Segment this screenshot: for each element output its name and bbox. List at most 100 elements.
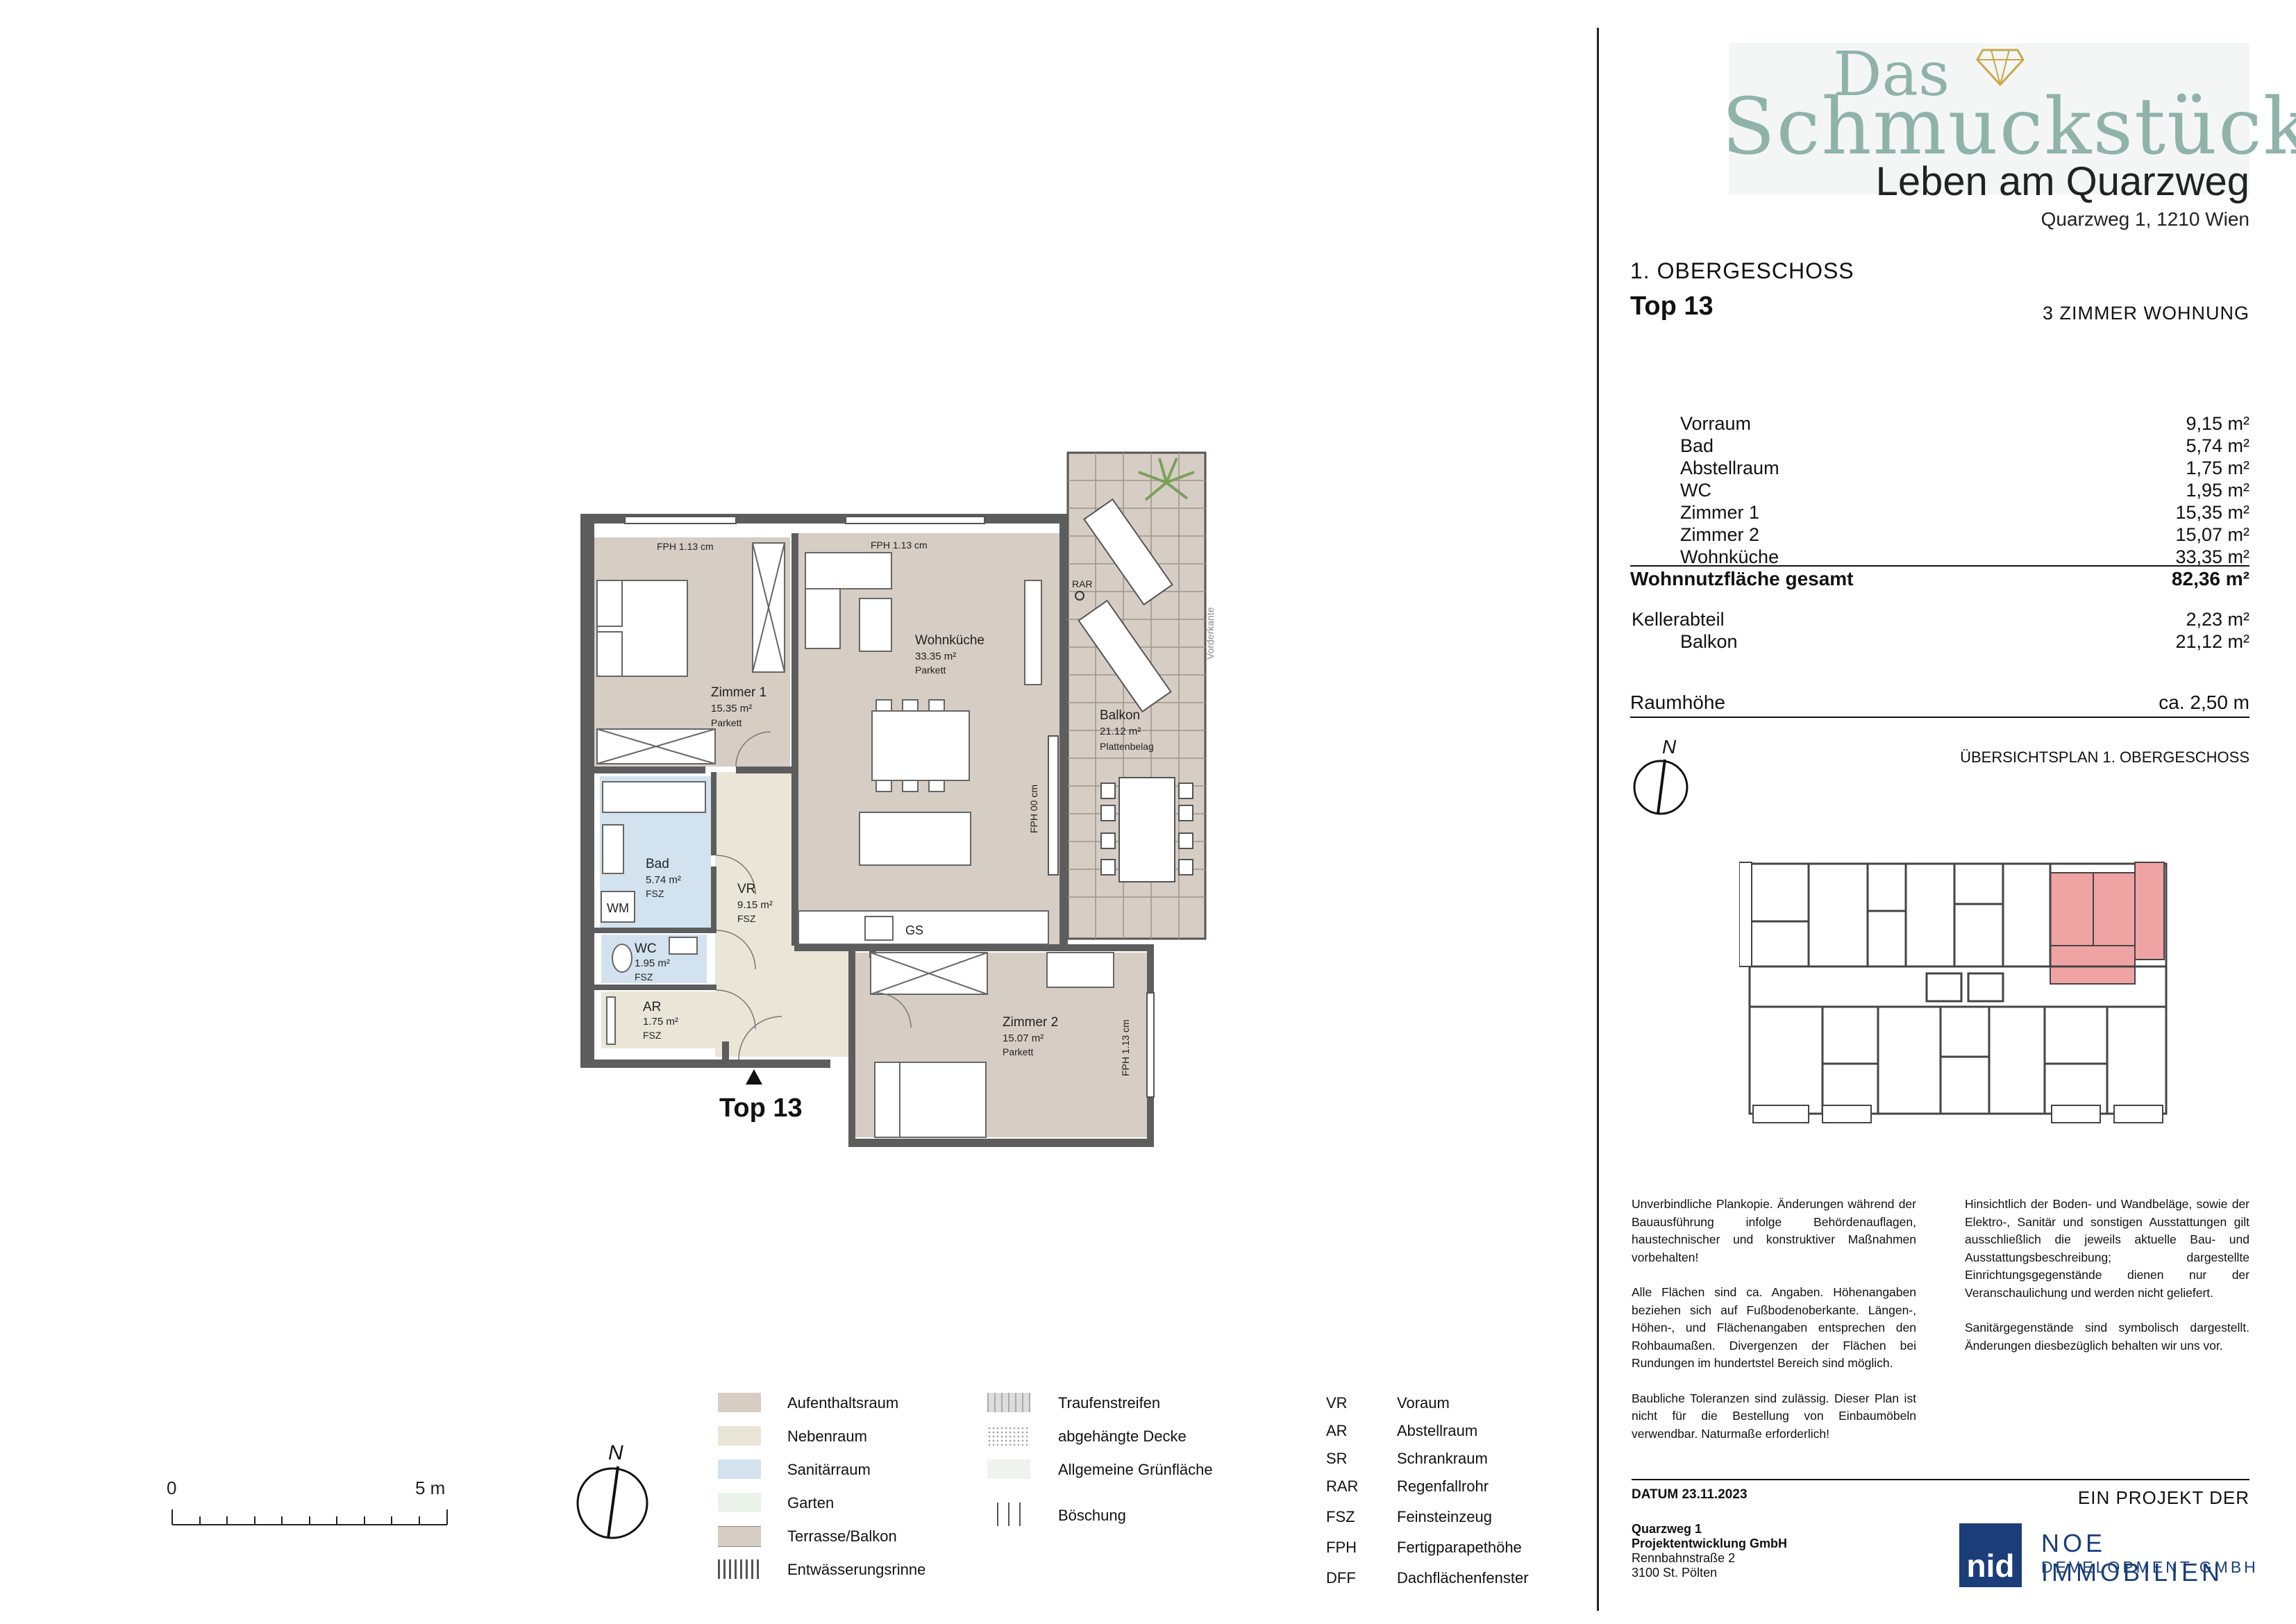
- room-ar: [601, 991, 737, 1048]
- legend-item: Traufenstreifen: [1058, 1394, 1161, 1412]
- noe-logo-line1: NOE IMMOBILIEN: [2041, 1529, 2224, 1587]
- swatch-neben: [718, 1426, 761, 1446]
- legend-item: abgehängte Decke: [1058, 1428, 1187, 1445]
- project-by-label: EIN PROJEKT DER: [2077, 1487, 2249, 1508]
- abbr-value: Regenfallrohr: [1397, 1477, 1489, 1495]
- area-zimmer2: 15.07 m²: [1003, 1032, 1044, 1044]
- room-height-row: Raumhöhe ca. 2,50 m: [1630, 692, 2249, 718]
- company-line: Quarzweg 1: [1632, 1522, 1702, 1536]
- area-row: Bad 5,74 m²: [1632, 435, 2249, 457]
- floor-plan: Zimmer 1 15.35 m² Parkett Wohnküche 33.3…: [167, 451, 1216, 1539]
- gs-label: GS: [905, 923, 923, 937]
- disclaimer-paragraph: Unverbindliche Plankopie. Änderungen wäh…: [1632, 1197, 1916, 1264]
- company-line: Rennbahnstraße 2: [1632, 1551, 1736, 1565]
- floor-wohnkueche: Parkett: [915, 664, 946, 676]
- swatch-boeschung: [987, 1502, 1030, 1526]
- balcony-area: [1066, 451, 1207, 940]
- scale-bar: [171, 1509, 448, 1525]
- room-vr: [715, 772, 794, 1057]
- floor-balkon: Plattenbelag: [1100, 741, 1154, 752]
- area-name: Zimmer 2: [1680, 524, 1759, 545]
- legend-item: Böschung: [1058, 1507, 1126, 1524]
- unit-title: Top 13: [1630, 292, 1713, 321]
- floor-zimmer2: Parkett: [1003, 1046, 1033, 1057]
- label-wc: WC: [635, 941, 657, 956]
- area-zimmer1: 15.35 m²: [711, 703, 752, 714]
- company-line: Projektentwicklung GmbH: [1632, 1537, 1788, 1550]
- logo-background: [1729, 43, 2249, 194]
- logo-tagline: Leben am Quarzweg: [1875, 159, 2249, 204]
- label-vr: VR: [737, 882, 755, 896]
- total-value: 82,36 m²: [2171, 568, 2249, 589]
- company-address: Quarzweg 1 Projektentwicklung GmbH Rennb…: [1632, 1522, 1787, 1580]
- total-name: Wohnnutzfläche gesamt: [1630, 568, 1854, 589]
- height-name: Raumhöhe: [1630, 692, 1725, 713]
- scale-end: 5 m: [415, 1477, 445, 1498]
- area-value: 5,74 m²: [2186, 435, 2249, 456]
- area-name: Kellerabteil: [1632, 609, 1725, 630]
- label-ar: AR: [643, 1000, 661, 1014]
- area-vr: 9.15 m²: [737, 899, 773, 911]
- disclaimer-paragraph: Alle Flächen sind ca. Angaben. Höhenanga…: [1632, 1285, 1916, 1370]
- north-arrow-icon: [576, 1466, 648, 1539]
- area-value: 33,35 m²: [2175, 546, 2249, 567]
- area-wc: 1.95 m²: [635, 957, 670, 969]
- area-row: Abstellraum 1,75 m²: [1632, 457, 2249, 479]
- area-value: 21,12 m²: [2175, 631, 2249, 652]
- abbr-key: RAR: [1326, 1477, 1359, 1495]
- area-name: Abstellraum: [1680, 458, 1779, 478]
- abbr-value: Dachflächenfenster: [1397, 1569, 1529, 1587]
- overview-title: ÜBERSICHTSPLAN 1. OBERGESCHOSS: [1960, 748, 2249, 766]
- highlighted-unit: [2050, 862, 2165, 985]
- floor-ar: FSZ: [643, 1030, 662, 1041]
- room-vr-ext: [791, 951, 848, 1057]
- diamond-icon: [1976, 49, 2025, 86]
- area-total-row: Wohnnutzfläche gesamt 82,36 m²: [1630, 565, 2249, 592]
- label-balkon: Balkon: [1100, 708, 1140, 723]
- noe-logo-line2: DEVELOPMENT GMBH: [2041, 1558, 2259, 1576]
- overview-north-icon: [1633, 759, 1689, 815]
- swatch-terrasse: [718, 1526, 761, 1547]
- area-name: Bad: [1680, 435, 1714, 456]
- abbr-key: DFF: [1326, 1569, 1356, 1587]
- scale-start: 0: [167, 1477, 176, 1498]
- label-zimmer1: Zimmer 1: [711, 685, 766, 700]
- area-name: WC: [1680, 480, 1711, 501]
- legend-item: Aufenthaltsraum: [787, 1394, 899, 1412]
- floor-vr: FSZ: [737, 913, 756, 924]
- abbr-value: Schrankraum: [1397, 1450, 1488, 1467]
- overview-north-label: N: [1662, 736, 1677, 757]
- area-value: 1,75 m²: [2186, 458, 2249, 478]
- rar-label: RAR: [1072, 578, 1093, 589]
- area-balkon: 21.12 m²: [1100, 726, 1141, 737]
- area-name: Zimmer 1: [1680, 502, 1759, 523]
- height-value: ca. 2,50 m: [2159, 692, 2249, 713]
- area-value: 15,35 m²: [2175, 502, 2249, 523]
- swatch-gruen: [987, 1459, 1030, 1479]
- label-wohnkueche: Wohnküche: [915, 633, 984, 648]
- column-divider: [1597, 28, 1599, 1611]
- swatch-garten: [718, 1493, 761, 1512]
- north-label: N: [608, 1441, 623, 1464]
- area-wohnkueche: 33.35 m²: [915, 651, 956, 662]
- plan-date: DATUM 23.11.2023: [1632, 1487, 1748, 1502]
- company-line: 3100 St. Pölten: [1632, 1566, 1718, 1580]
- fph-label-1: FPH 1.13 cm: [657, 541, 714, 552]
- abbr-value: Feinsteinzeug: [1397, 1508, 1492, 1525]
- floor-title: 1. OBERGESCHOSS: [1630, 258, 1854, 283]
- legend-item: Garten: [787, 1494, 835, 1512]
- swatch-aufenthalt: [718, 1393, 761, 1412]
- legend-item: Nebenraum: [787, 1428, 867, 1445]
- swatch-trauf: [987, 1393, 1030, 1412]
- area-bad: 5.74 m²: [646, 874, 681, 886]
- area-value: 9,15 m²: [2186, 413, 2249, 434]
- logo-line2: Schmuckstück: [1722, 82, 2296, 172]
- legend-item: Terrasse/Balkon: [787, 1527, 897, 1545]
